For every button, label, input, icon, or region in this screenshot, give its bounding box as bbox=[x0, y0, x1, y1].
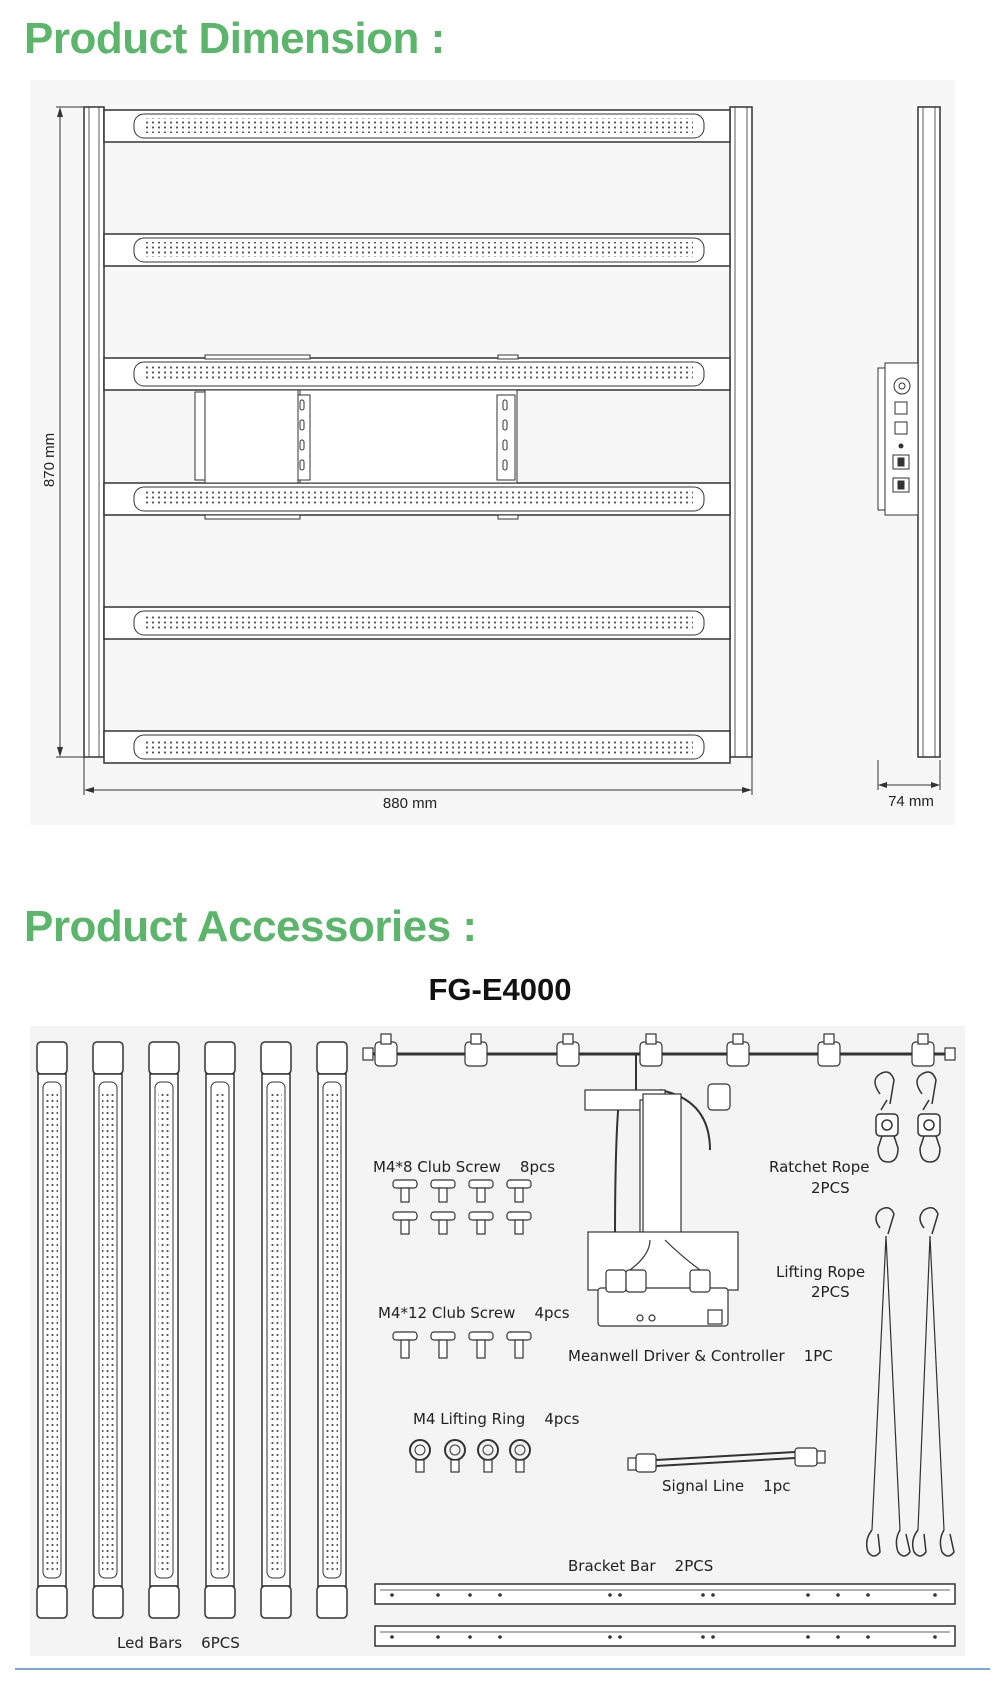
club-screw-icon bbox=[468, 1179, 494, 1203]
ratchet-rope-qty: 2PCS bbox=[811, 1179, 850, 1197]
height-dimension-line bbox=[56, 106, 84, 758]
led-bars-group bbox=[36, 1041, 348, 1619]
driver-label: Meanwell Driver & Controller 1PC bbox=[568, 1347, 833, 1365]
front-led-bar bbox=[103, 482, 731, 516]
front-led-bar bbox=[103, 109, 731, 143]
lifting-rope-icon bbox=[911, 1207, 955, 1557]
bracket-bar-item bbox=[374, 1625, 956, 1647]
ratchet-ropes-drawing bbox=[874, 1071, 941, 1163]
bracket-bar-item bbox=[374, 1583, 956, 1605]
club-screw-icon bbox=[392, 1211, 418, 1235]
club-screw-icon bbox=[430, 1331, 456, 1359]
lifting-ring-icon bbox=[477, 1439, 499, 1473]
meanwell-driver-drawing bbox=[584, 1054, 739, 1327]
led-bar-item bbox=[204, 1041, 236, 1619]
depth-dimension-label: 74 mm bbox=[888, 793, 934, 810]
front-led-bar bbox=[103, 233, 731, 267]
bracket-bar-label: Bracket Bar 2PCS bbox=[568, 1557, 713, 1575]
model-name: FG-E4000 bbox=[428, 972, 572, 1007]
lifting-rope-name: Lifting Rope bbox=[776, 1263, 865, 1281]
product-accessories-heading: Product Accessories : bbox=[24, 902, 477, 951]
club-screw-icon bbox=[506, 1179, 532, 1203]
width-dimension-line bbox=[83, 757, 753, 795]
club-screw-icon bbox=[506, 1331, 532, 1359]
lifting-rings bbox=[409, 1439, 531, 1473]
accessories-panel bbox=[30, 1026, 965, 1656]
bracket-bars-drawing bbox=[374, 1583, 956, 1647]
lifting-rope-icon bbox=[865, 1207, 911, 1557]
front-led-bar bbox=[103, 357, 731, 391]
led-bar-item bbox=[36, 1041, 68, 1619]
club-screw-icon bbox=[468, 1211, 494, 1235]
front-led-bar bbox=[103, 730, 731, 764]
driver-mount-bracket bbox=[194, 354, 519, 520]
height-dimension-label: 870 mm bbox=[41, 433, 58, 487]
lifting-ring-icon bbox=[509, 1439, 531, 1473]
led-bar-item bbox=[316, 1041, 348, 1619]
club-screw-icon bbox=[506, 1211, 532, 1235]
side-view-drawing bbox=[877, 106, 941, 790]
lifting-rope-qty: 2PCS bbox=[811, 1283, 850, 1301]
lifting-ring-icon bbox=[409, 1439, 431, 1473]
m4x8-screws bbox=[392, 1179, 532, 1235]
daisy-chain-cable bbox=[362, 1033, 956, 1067]
m4x12-screw-label: M4*12 Club Screw 4pcs bbox=[378, 1304, 570, 1322]
lifting-ring-icon bbox=[444, 1439, 466, 1473]
m4x8-screw-label: M4*8 Club Screw 8pcs bbox=[373, 1158, 555, 1176]
depth-dimension-line bbox=[877, 760, 941, 790]
club-screw-icon bbox=[468, 1331, 494, 1359]
signal-line-drawing bbox=[627, 1447, 826, 1473]
club-screw-icon bbox=[430, 1179, 456, 1203]
club-screw-icon bbox=[392, 1331, 418, 1359]
width-dimension-label: 880 mm bbox=[383, 795, 437, 812]
lifting-ropes-drawing bbox=[865, 1207, 955, 1557]
front-view-drawing bbox=[56, 106, 753, 795]
led-bars-label: Led Bars 6PCS bbox=[117, 1634, 240, 1652]
club-screw-icon bbox=[392, 1179, 418, 1203]
m4x12-screws bbox=[392, 1331, 532, 1359]
ratchet-rope-name: Ratchet Rope bbox=[769, 1158, 869, 1176]
lifting-ring-label: M4 Lifting Ring 4pcs bbox=[413, 1410, 580, 1428]
ratchet-rope-icon bbox=[916, 1071, 941, 1163]
led-bar-item bbox=[92, 1041, 124, 1619]
product-dimension-heading: Product Dimension : bbox=[24, 14, 445, 63]
led-bar-item bbox=[260, 1041, 292, 1619]
side-controller-box bbox=[877, 362, 919, 516]
club-screw-icon bbox=[430, 1211, 456, 1235]
signal-line-label: Signal Line 1pc bbox=[662, 1477, 791, 1495]
front-led-bar bbox=[103, 606, 731, 640]
footer-divider bbox=[15, 1668, 990, 1670]
led-bar-item bbox=[148, 1041, 180, 1619]
ratchet-rope-icon bbox=[874, 1071, 899, 1163]
